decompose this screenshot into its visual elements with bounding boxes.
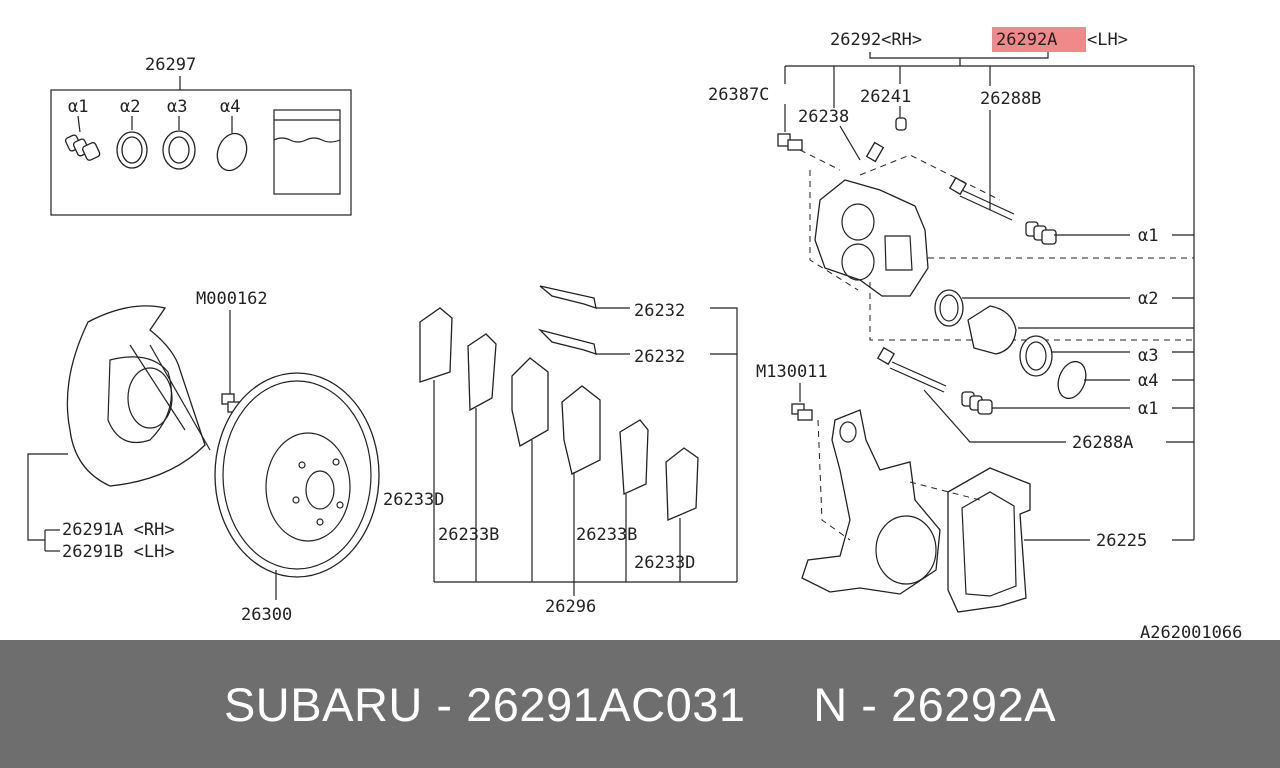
label-kit-a2: α2 <box>120 97 140 117</box>
parts-diagram: 26297 α1 α2 α3 α4 M0001 <box>27 27 1242 640</box>
label-shield-rh: 26291A <RH> <box>62 520 175 540</box>
label-caliper-rh: 26292<RH> <box>830 30 922 50</box>
clip-bottom-icon <box>537 328 597 355</box>
label-caliper-lh-side: <LH> <box>1087 30 1128 50</box>
label-bleeder-cap: 26241 <box>860 87 911 107</box>
inner-shim-icon <box>665 447 699 521</box>
pad-mid-right-icon <box>561 385 601 475</box>
label-kit-a1: α1 <box>68 97 88 117</box>
label-shield-lh: 26291B <LH> <box>62 542 175 562</box>
bleeder-icon <box>865 117 907 163</box>
label-m130011: M130011 <box>756 362 828 382</box>
label-pin-b: 26288B <box>980 89 1041 109</box>
seal-kit-group: 26297 α1 α2 α3 α4 <box>50 55 352 216</box>
label-clip-2: 26232 <box>634 347 685 367</box>
caliper-group: α1 α2 α3 α4 α1 26288A <box>777 117 1194 453</box>
boot-a1-bottom-icon <box>961 391 993 415</box>
steering-knuckle-icon <box>801 409 941 595</box>
bolt-m130011-icon <box>791 403 813 421</box>
pad-mid-left-icon <box>511 357 549 448</box>
knuckle-bracket-group: M130011 26225 <box>756 362 1194 613</box>
label-r-a1-bottom: α1 <box>1138 399 1158 419</box>
label-kit-a4: α4 <box>220 97 240 117</box>
dust-shield-icon <box>66 305 206 487</box>
label-bolt-c: 26387C <box>708 85 769 105</box>
label-shim-d1: 26233D <box>383 490 444 510</box>
outer-shim-icon <box>419 307 453 383</box>
brake-rotor-icon <box>214 372 380 578</box>
label-seal-kit: 26297 <box>145 55 196 75</box>
pad-left-icon <box>467 333 497 412</box>
piston-icon <box>967 305 1017 355</box>
label-r-a4: α4 <box>1138 371 1158 391</box>
seal-a3-icon <box>1019 335 1053 377</box>
boot-a1-top-icon <box>1025 221 1057 245</box>
clip-top-icon <box>539 285 597 309</box>
label-caliper-lh-code: 26292A <box>996 30 1057 50</box>
dust-shield-group: M000162 26291A <RH> 26291B <LH> <box>27 289 268 562</box>
footer-bar: SUBARU - 26291AC031 N - 26292A <box>0 640 1280 768</box>
label-clip-1: 26232 <box>634 301 685 321</box>
label-bleeder: 26238 <box>798 107 849 127</box>
brake-pads-group: 26232 26232 26233D 26233B 26233B 26233D … <box>383 285 738 617</box>
guide-pin-b-icon <box>948 176 1015 221</box>
footer-part-numbers: SUBARU - 26291AC031 N - 26292A <box>223 677 1057 731</box>
ring-a4-icon <box>1057 360 1087 400</box>
label-pad-kit: 26296 <box>545 597 596 617</box>
highlight-caliper-lh <box>992 27 1086 52</box>
caliper-body-icon <box>814 179 929 297</box>
label-reference-code: A262001066 <box>1140 623 1242 640</box>
bolt-c-icon <box>777 133 803 151</box>
caliper-bracket-icon <box>947 467 1031 613</box>
label-r-a3: α3 <box>1138 346 1158 366</box>
label-shim-b1: 26233B <box>438 525 499 545</box>
label-pin-a: 26288A <box>1072 433 1133 453</box>
snap-ring-icon <box>216 132 248 172</box>
label-kit-a3: α3 <box>167 97 187 117</box>
guide-pin-a-icon <box>876 346 947 393</box>
label-shim-d2: 26233D <box>634 553 695 573</box>
label-shim-b2: 26233B <box>576 525 637 545</box>
label-rotor: 26300 <box>241 605 292 625</box>
boot-icon <box>64 134 101 161</box>
label-r-a1-top: α1 <box>1138 226 1158 246</box>
label-m000162: M000162 <box>196 289 268 309</box>
pad-right-icon <box>619 419 649 495</box>
caliper-header-group: 26292<RH> 26292A <LH> 26387C 26238 26241… <box>708 27 1195 540</box>
label-bracket: 26225 <box>1096 531 1147 551</box>
brake-rotor-group: 26300 <box>214 372 380 625</box>
grease-bag-icon <box>273 109 341 195</box>
label-r-a2: α2 <box>1138 289 1158 309</box>
